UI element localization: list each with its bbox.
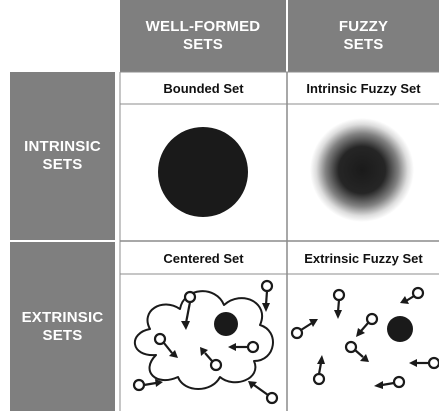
- row-header-intrinsic: INTRINSIC SETS: [10, 72, 115, 240]
- cloud-boundary-icon: [133, 290, 274, 390]
- arrow-markers: [290, 286, 439, 389]
- column-header-line: FUZZY: [338, 18, 389, 36]
- column-header-line: WELL-FORMED: [145, 18, 261, 36]
- bounded-set-disc: [158, 127, 248, 217]
- cell-label-bounded-set: Bounded Set: [163, 80, 244, 96]
- centered-set-illustration: [132, 279, 279, 405]
- cell-label-extrinsic-fuzzy-set: Extrinsic Fuzzy Set: [304, 250, 423, 266]
- center-disc: [214, 312, 238, 336]
- column-header-well-formed: WELL-FORMED SETS: [120, 0, 286, 72]
- row-header-line: EXTRINSIC: [21, 308, 104, 326]
- center-disc: [387, 316, 413, 342]
- row-header-line: SETS: [42, 156, 83, 173]
- column-header-line: SETS: [343, 36, 384, 53]
- arrow-markers: [132, 279, 279, 405]
- column-header-fuzzy: FUZZY SETS: [288, 0, 439, 72]
- row-header-line: INTRINSIC: [24, 138, 101, 156]
- row-header-extrinsic: EXTRINSIC SETS: [10, 242, 115, 411]
- row-header-line: SETS: [42, 326, 83, 344]
- cell-label-intrinsic-fuzzy-set: Intrinsic Fuzzy Set: [306, 80, 421, 96]
- column-header-line: SETS: [183, 36, 223, 53]
- intrinsic-fuzzy-set-blur: [310, 118, 414, 222]
- cell-label-centered-set: Centered Set: [163, 250, 244, 266]
- extrinsic-fuzzy-set-illustration: [290, 286, 439, 389]
